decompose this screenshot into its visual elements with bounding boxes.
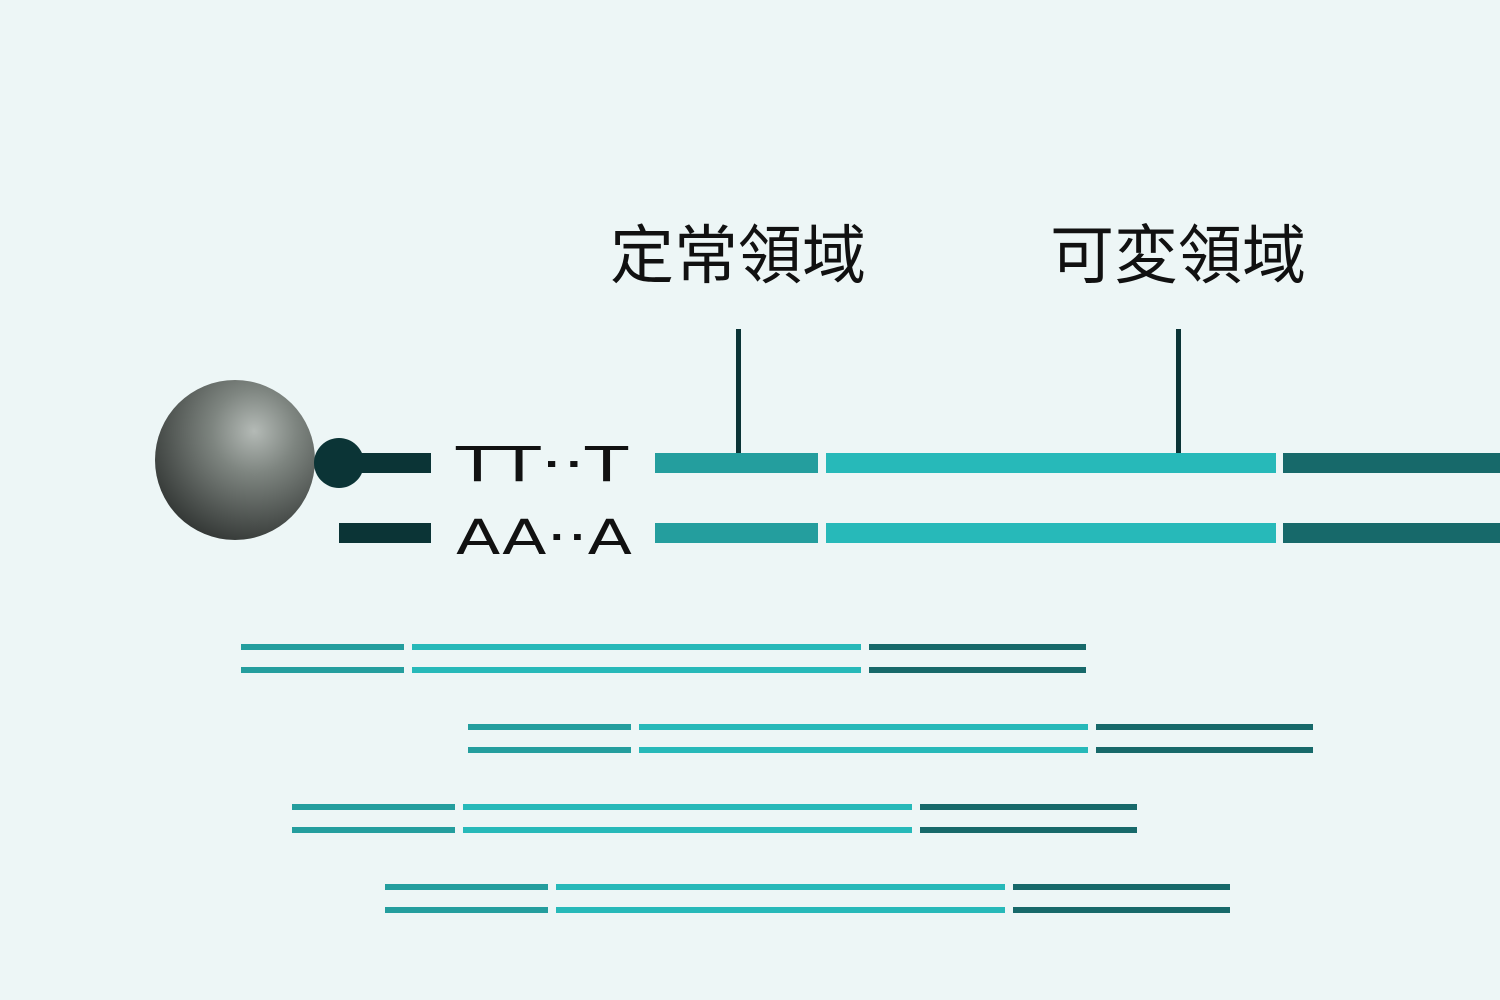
main-constant-top (655, 453, 818, 473)
fragment-1 (241, 644, 1086, 673)
fragment-variable (463, 827, 912, 833)
fragment-constant (385, 884, 548, 890)
fragment-constant (292, 804, 455, 810)
main-duplex (655, 453, 1500, 543)
fragment-constant (468, 724, 631, 730)
main-constant-bottom (655, 523, 818, 543)
bottom-strand-sequence: AA··A (456, 510, 632, 566)
constant-region-label: 定常領域 (610, 220, 866, 294)
fragment-tail (1096, 724, 1313, 730)
fragment-variable (556, 884, 1005, 890)
variable-region-pointer (1176, 329, 1181, 455)
fragment-tail (1096, 747, 1313, 753)
top-strand-sequence: TT··T (455, 437, 629, 493)
fragment-constant (468, 747, 631, 753)
fragment-tail (1013, 884, 1230, 890)
fragment-constant (241, 644, 404, 650)
fragment-4 (385, 884, 1230, 913)
bead-icon (155, 380, 315, 540)
fragment-variable (556, 907, 1005, 913)
fragment-tail (1013, 907, 1230, 913)
fragment-constant (292, 827, 455, 833)
constant-region-pointer (736, 329, 741, 455)
fragment-tail (869, 667, 1086, 673)
main-tail-bottom (1283, 523, 1500, 543)
fragment-constant (241, 667, 404, 673)
fragment-variable (639, 747, 1088, 753)
fragment-tail (920, 827, 1137, 833)
fragment-variable (412, 667, 861, 673)
fragment-constant (385, 907, 548, 913)
linker-bottom (339, 523, 431, 543)
fragment-variable (463, 804, 912, 810)
main-variable-bottom (826, 523, 1276, 543)
fragment-tail (920, 804, 1137, 810)
fragment-2 (468, 724, 1313, 753)
fragment-tail (869, 644, 1086, 650)
main-variable-top (826, 453, 1276, 473)
fragment-variable (639, 724, 1088, 730)
linker-top (339, 453, 431, 473)
variable-region-label: 可変領域 (1050, 220, 1306, 294)
fragment-variable (412, 644, 861, 650)
main-tail-top (1283, 453, 1500, 473)
fragment-3 (292, 804, 1137, 833)
